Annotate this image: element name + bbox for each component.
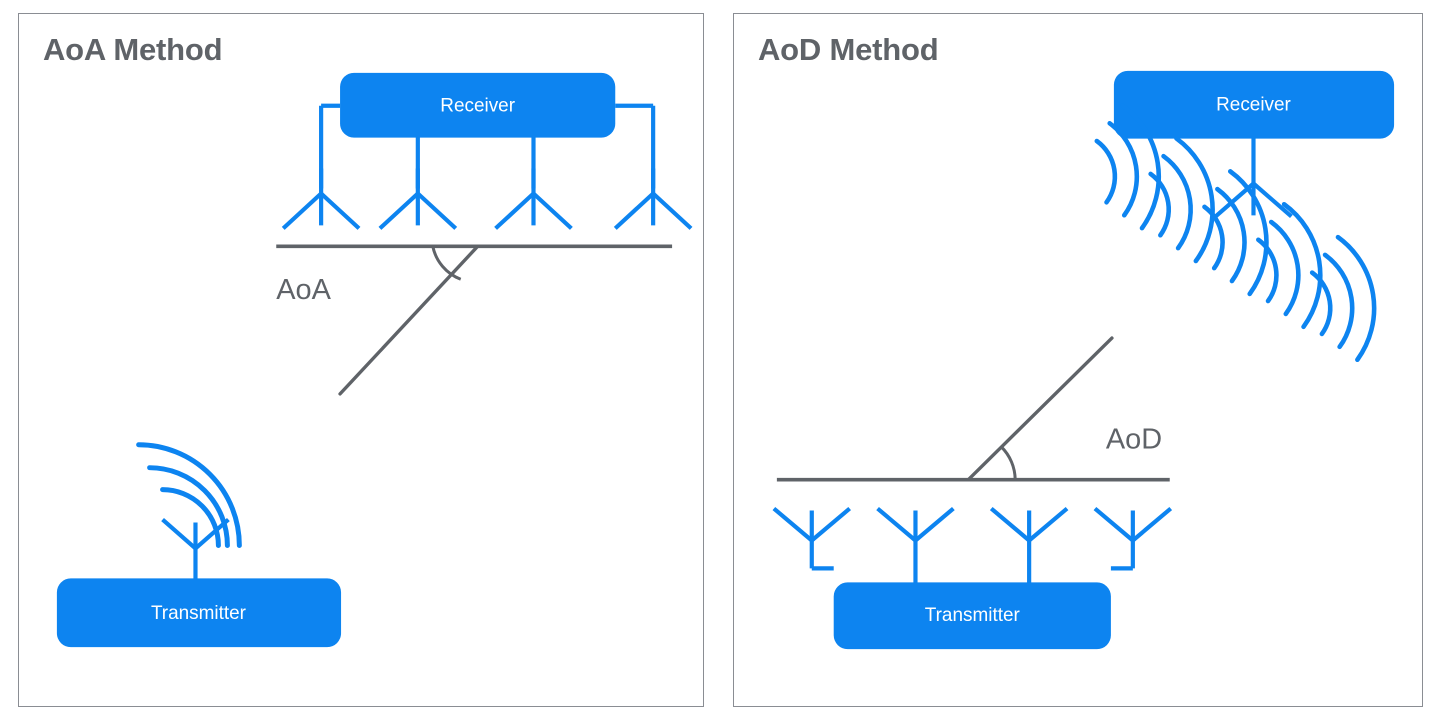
wave-burst xyxy=(1256,201,1323,330)
aod-wave-pattern xyxy=(1094,103,1377,363)
aod-figure: Receiver xyxy=(772,70,1395,650)
aod-angle-label: AoD xyxy=(1106,423,1162,455)
panel-aod-method: AoD Method Receiver xyxy=(733,13,1423,707)
receiver-box-label: Receiver xyxy=(1216,95,1291,116)
receiver-box-label: Receiver xyxy=(440,96,515,117)
transmitter-box-label: Transmitter xyxy=(151,603,246,624)
transmitter-wave-arcs xyxy=(136,442,242,548)
aoa-angle-arc xyxy=(431,245,462,281)
wave-burst xyxy=(1094,103,1162,231)
transmitter-box: Transmitter xyxy=(833,582,1111,650)
transmitter-box: Transmitter xyxy=(56,578,342,648)
antenna-down xyxy=(378,168,458,230)
antenna-up xyxy=(772,506,852,569)
panel-title-aod: AoD Method xyxy=(758,32,939,67)
antenna-down xyxy=(494,168,573,230)
aod-departing-ray xyxy=(966,336,1114,482)
aod-angle-arc xyxy=(1000,445,1017,480)
wave-burst xyxy=(1202,169,1269,297)
wave-burst xyxy=(1309,234,1377,363)
receiver-box: Receiver xyxy=(1113,70,1395,139)
panel-aoa-method: AoA Method Receiver xyxy=(18,13,704,707)
aoa-angle-label: AoA xyxy=(276,274,331,306)
wave-burst xyxy=(1148,136,1215,264)
aoa-figure: Receiver xyxy=(56,72,693,648)
receiver-antenna xyxy=(1214,136,1293,218)
antenna-down xyxy=(613,168,693,230)
transmitter-box-label: Transmitter xyxy=(925,605,1020,626)
receiver-box: Receiver xyxy=(340,72,616,138)
antenna-up xyxy=(1093,506,1173,569)
aoa-incoming-ray xyxy=(338,244,480,396)
panel-title-aoa: AoA Method xyxy=(43,32,223,67)
receiver-antenna-array xyxy=(281,168,693,230)
antenna-down xyxy=(281,168,361,230)
